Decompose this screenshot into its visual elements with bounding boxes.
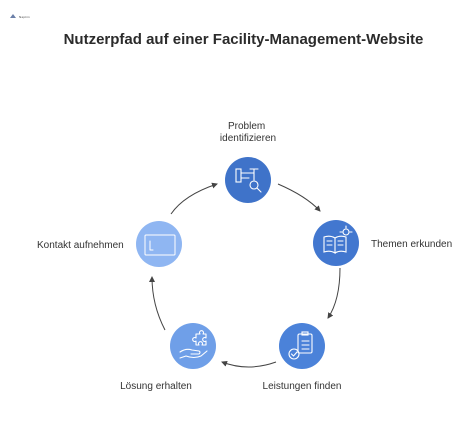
step-themen-erkunden: Themen erkunden <box>313 220 452 266</box>
brand-logo: Napkin <box>9 13 30 20</box>
step-label: identifizieren <box>220 133 276 144</box>
pipe-magnifier-icon <box>235 168 262 193</box>
page-title: Nutzerpfad auf einer Facility-Management… <box>63 31 424 48</box>
arrow-step4-to-step5 <box>149 276 166 331</box>
arrow-step3-to-step4 <box>221 360 277 368</box>
arrow-step2-to-step3 <box>327 267 341 319</box>
step-label: Themen erkunden <box>371 239 452 250</box>
step-label: Lösung erhalten <box>120 381 192 392</box>
svg-text:Problem identifizieren: Problem identifizieren <box>220 121 276 144</box>
book-lightbulb-icon <box>323 225 353 254</box>
step-label: Leistungen finden <box>263 381 342 392</box>
arrow-step5-to-step1 <box>170 182 218 215</box>
clipboard-check-icon <box>288 331 313 360</box>
logo-text: Napkin <box>19 14 31 19</box>
step-label: Problem <box>228 121 265 132</box>
step-loesung-erhalten: Lösung erhalten <box>120 323 216 392</box>
step-label: Kontakt aufnehmen <box>37 240 124 251</box>
browser-window-icon <box>144 234 176 256</box>
step-problem-identifizieren: Problem identifizieren <box>220 121 276 203</box>
arrow-step1-to-step2 <box>277 183 321 212</box>
step-leistungen-finden: Leistungen finden <box>263 323 342 392</box>
logo-icon <box>10 14 16 18</box>
step-kontakt-aufnehmen: Kontakt aufnehmen <box>37 221 182 267</box>
hand-puzzle-icon <box>179 330 208 359</box>
